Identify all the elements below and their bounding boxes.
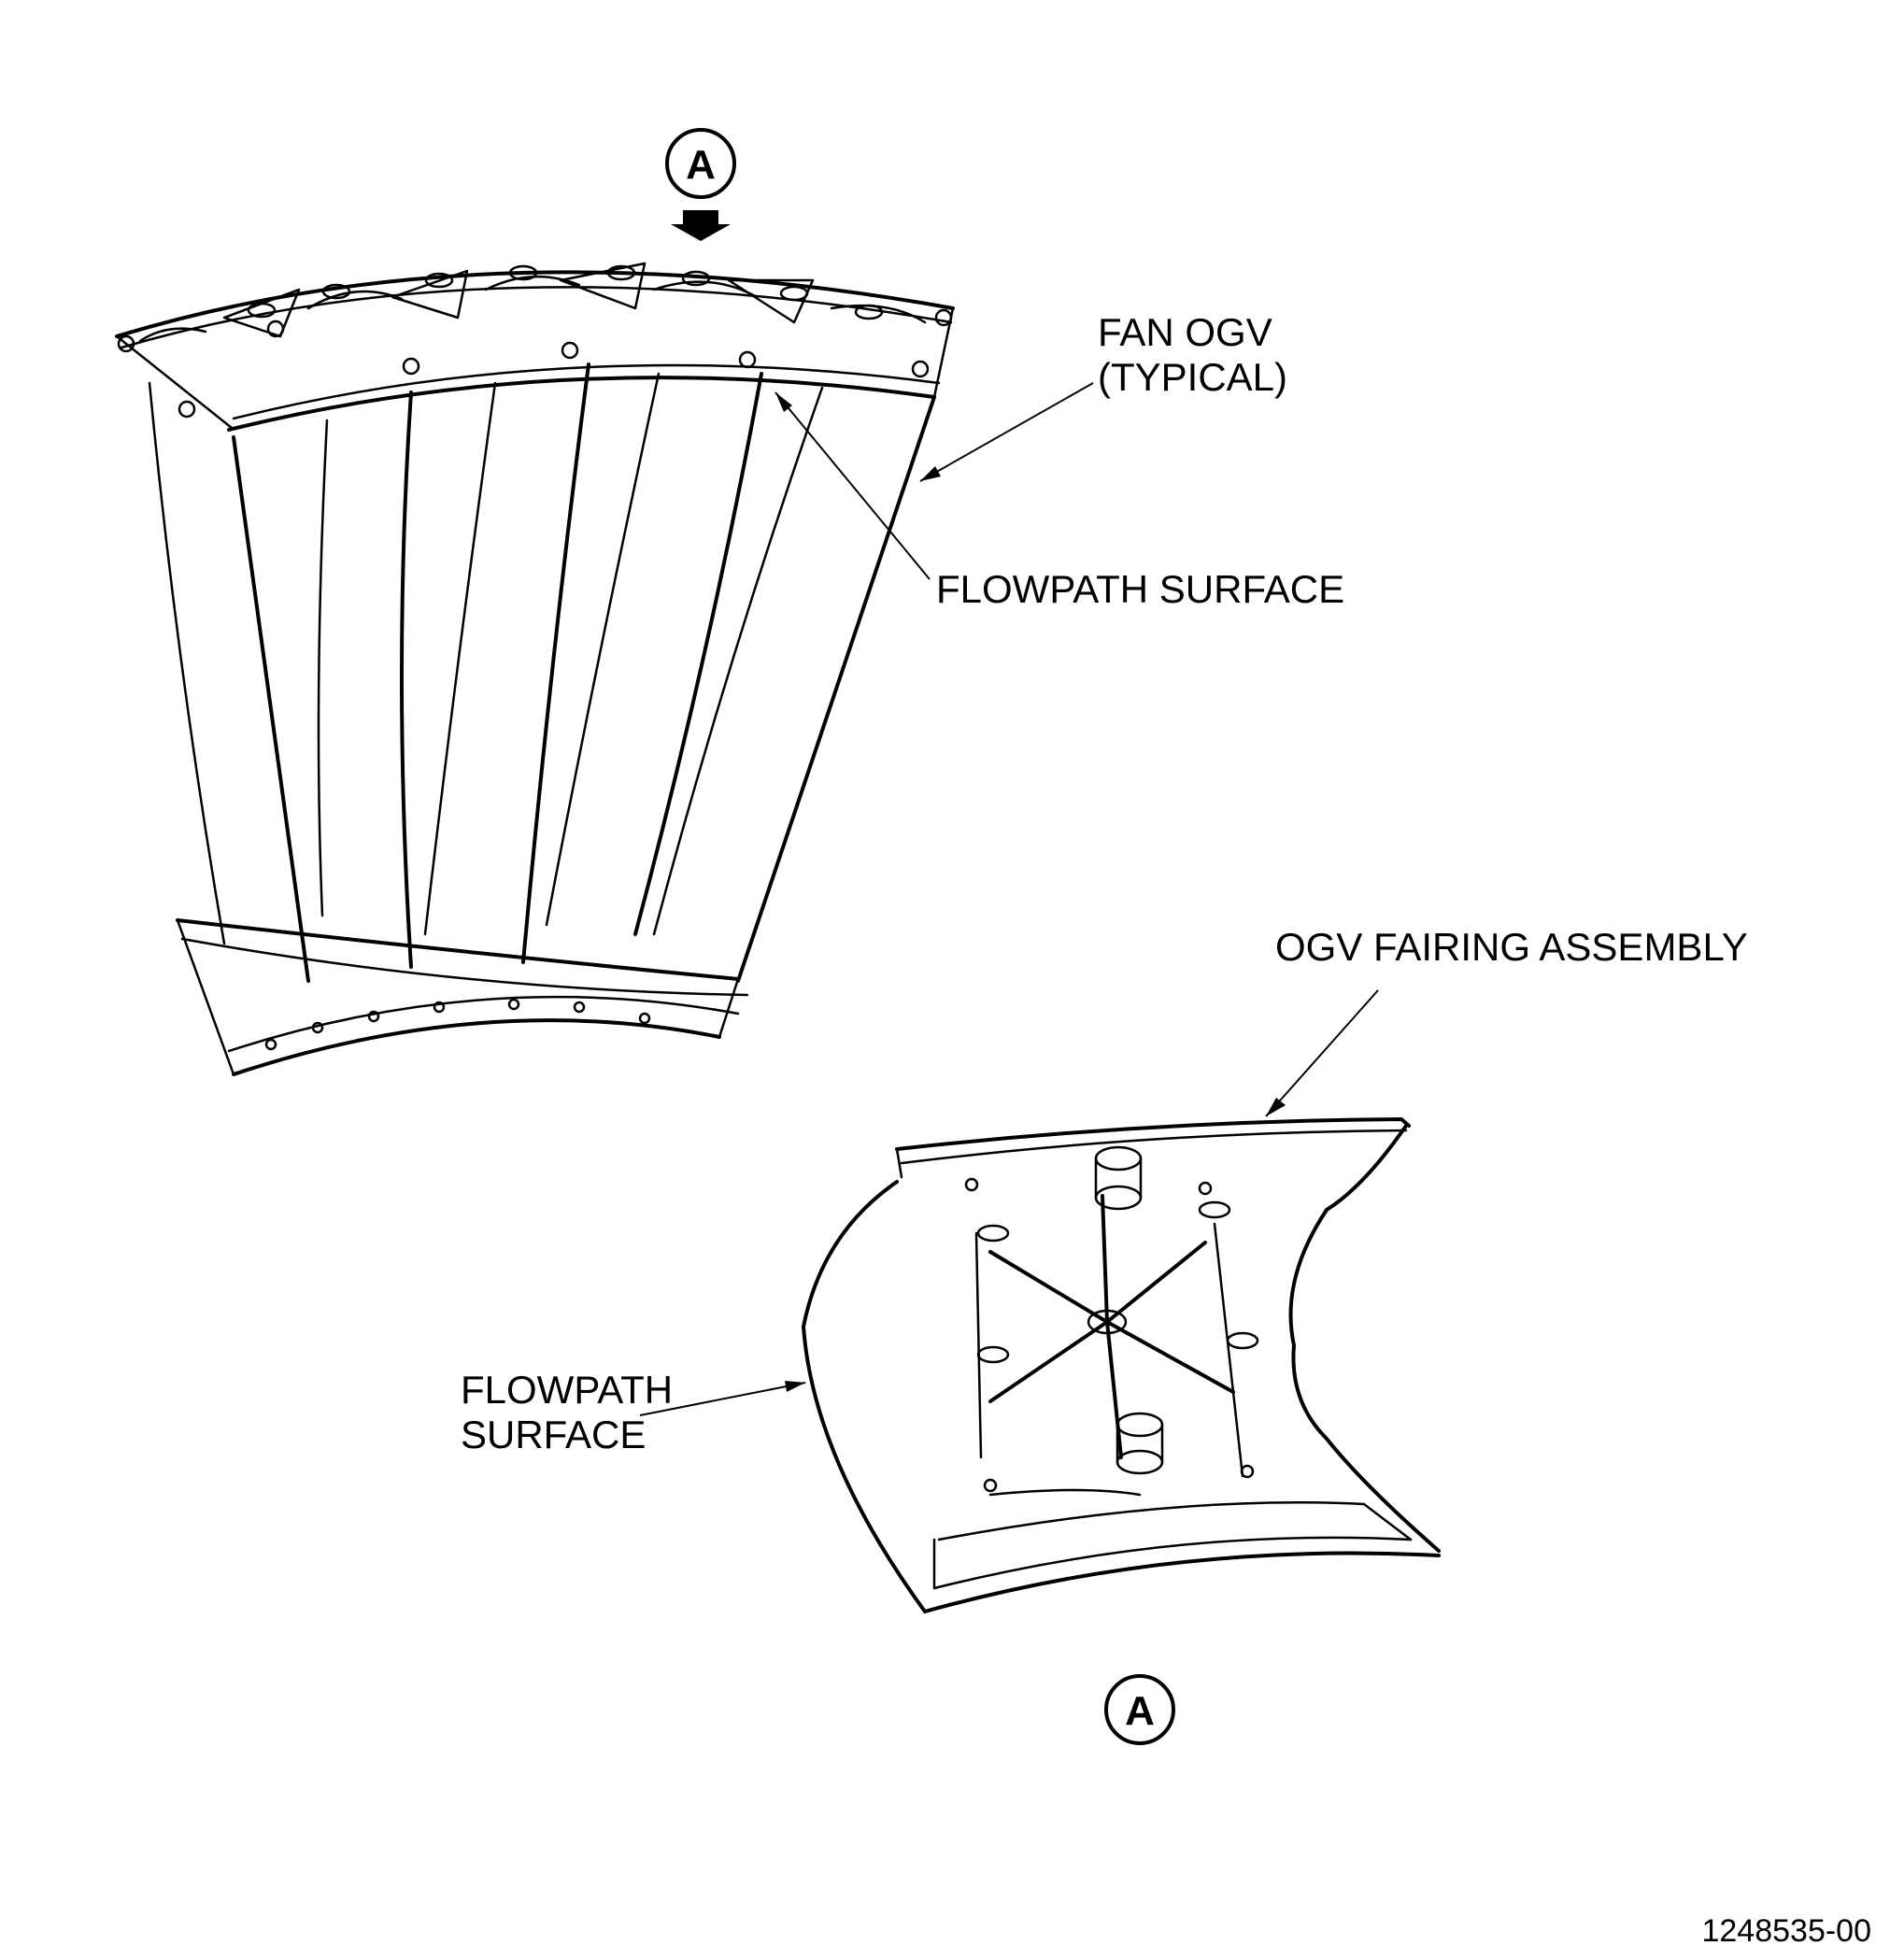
inner-platform-bolts (264, 998, 651, 1051)
ogv-fairing-assembly (802, 1117, 1441, 1613)
label-surface: SURFACE (461, 1413, 646, 1456)
label-typical: (TYPICAL) (1098, 355, 1287, 399)
label-flowpath-surface-top: FLOWPATH SURFACE (936, 567, 1344, 611)
label-flowpath: FLOWPATH (461, 1368, 673, 1412)
arrowhead-icon (785, 1381, 805, 1392)
fan-ogv-assembly (115, 262, 955, 1076)
ogv-vanes (148, 362, 936, 983)
arrowhead-icon (775, 392, 792, 412)
leader-lines (639, 382, 1379, 1416)
label-ogv-fairing-assembly: OGV FAIRING ASSEMBLY (1275, 925, 1748, 969)
detail-letter-bottom: A (1125, 1688, 1155, 1734)
mount-bosses (117, 262, 953, 419)
detail-callout-top: A (665, 128, 736, 241)
arrowhead-icon (1266, 1098, 1286, 1116)
detail-callout-bottom: A (1104, 1674, 1175, 1745)
view-arrow-icon (671, 210, 731, 241)
detail-letter-top: A (686, 142, 716, 188)
arrowhead-icon (920, 466, 941, 481)
label-fan-ogv: FAN OGV (1098, 310, 1272, 354)
figure-number: 1248535-00 (1701, 1913, 1871, 1949)
fairing-ribs (974, 1194, 1244, 1497)
fairing-bosses (964, 1145, 1259, 1493)
